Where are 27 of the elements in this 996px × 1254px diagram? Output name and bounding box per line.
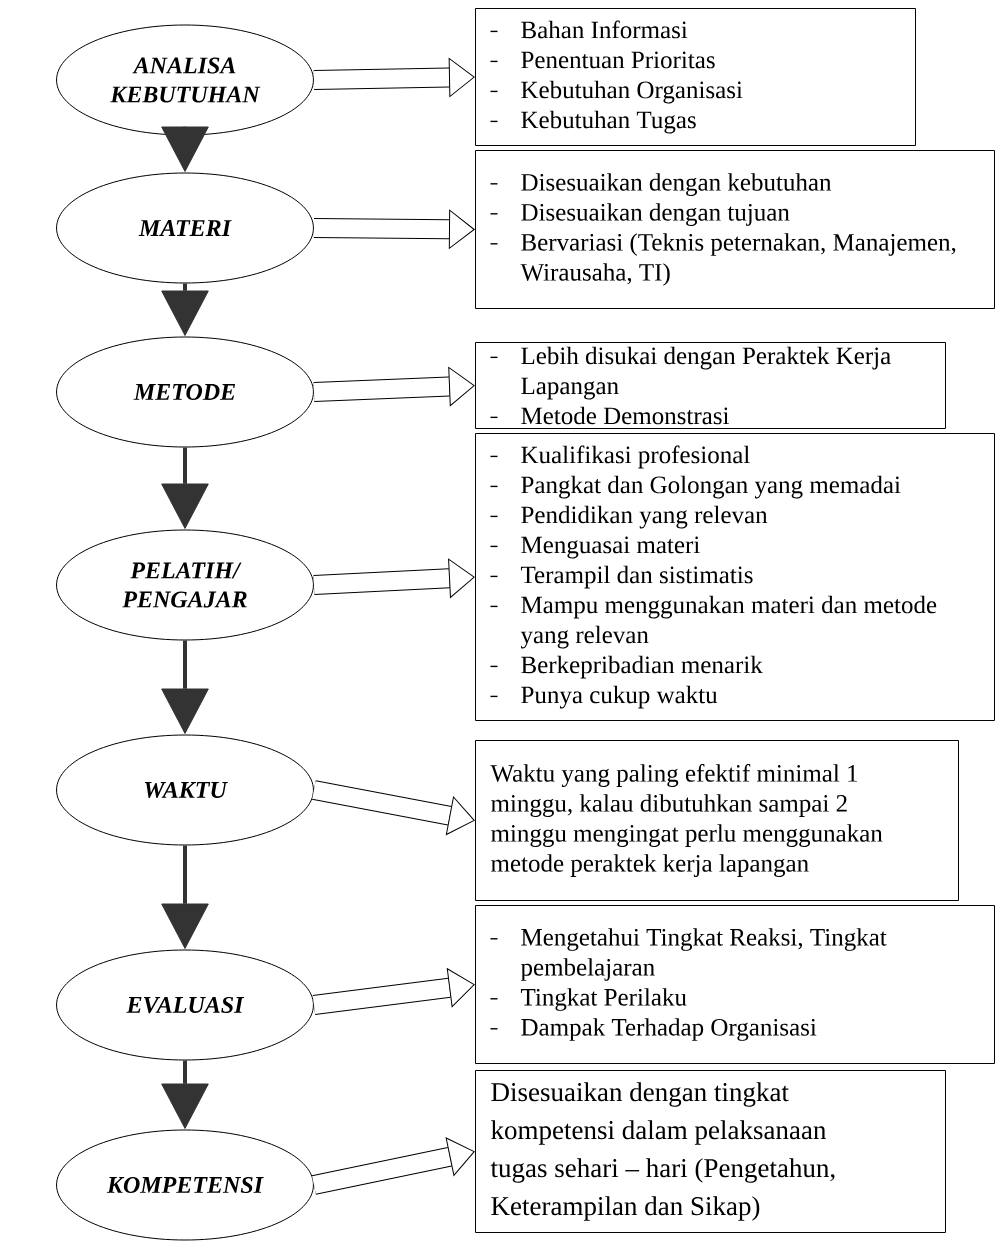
text-box: Waktu yang paling efektif minimal 1 minggu, kalau dibutuhkan sampai 2 minggu mengingat perlu menggunakan metode peraktek kerja lapangan [475,740,959,901]
block-arrow [313,57,475,98]
block-arrow [312,968,475,1015]
text-box: Disesuaikan dengan kebutuhan Disesuaikan dengan tujuan Bervariasi (Teknis peternakan, Manajemen, Wirausaha, TI) [475,150,995,309]
arrow [161,1060,209,1129]
text-box: Mengetahui Tingkat Reaksi, Tingkat pembelajaran Tingkat Perilaku Dampak Terhadap Organisasi [475,905,995,1064]
arrow [161,640,209,734]
ellipse-node: ANALISA KEBUTUHAN [56,24,314,136]
text-box: Disesuaikan dengan tingkat kompetensi dalam pelaksanaan tugas sehari – hari (Pengetahun, Keterampilan dan Sikap) [475,1070,946,1233]
block-arrow [313,366,475,407]
arrow [161,126,209,172]
block-arrow [313,558,475,598]
ellipse-node: KOMPETENSI [56,1129,314,1241]
ellipse-node: METODE [56,336,314,448]
arrow [161,447,209,529]
ellipse-node: MATERI [56,172,314,284]
arrow [161,845,209,949]
ellipse-node: WAKTU [56,734,314,846]
arrow [161,283,209,336]
ellipse-node: PELATIH/ PENGAJAR [56,529,314,641]
block-arrow [311,1137,475,1195]
text-box: Lebih disukai dengan Peraktek Kerja Lapangan Metode Demonstrasi [475,342,946,429]
block-arrow [313,209,475,249]
text-box: Kualifikasi profesional Pangkat dan Golongan yang memadai Pendidikan yang relevan Menguasai materi Terampil dan sistimatis Mampu menggunakan materi dan metode yang relevan Berkepribadian menarik Punya cukup waktu [475,433,995,721]
text-box: Bahan Informasi Penentuan Prioritas Kebutuhan Organisasi Kebutuhan Tugas [475,8,916,146]
block-arrow [312,780,475,835]
ellipse-node: EVALUASI [56,949,314,1061]
